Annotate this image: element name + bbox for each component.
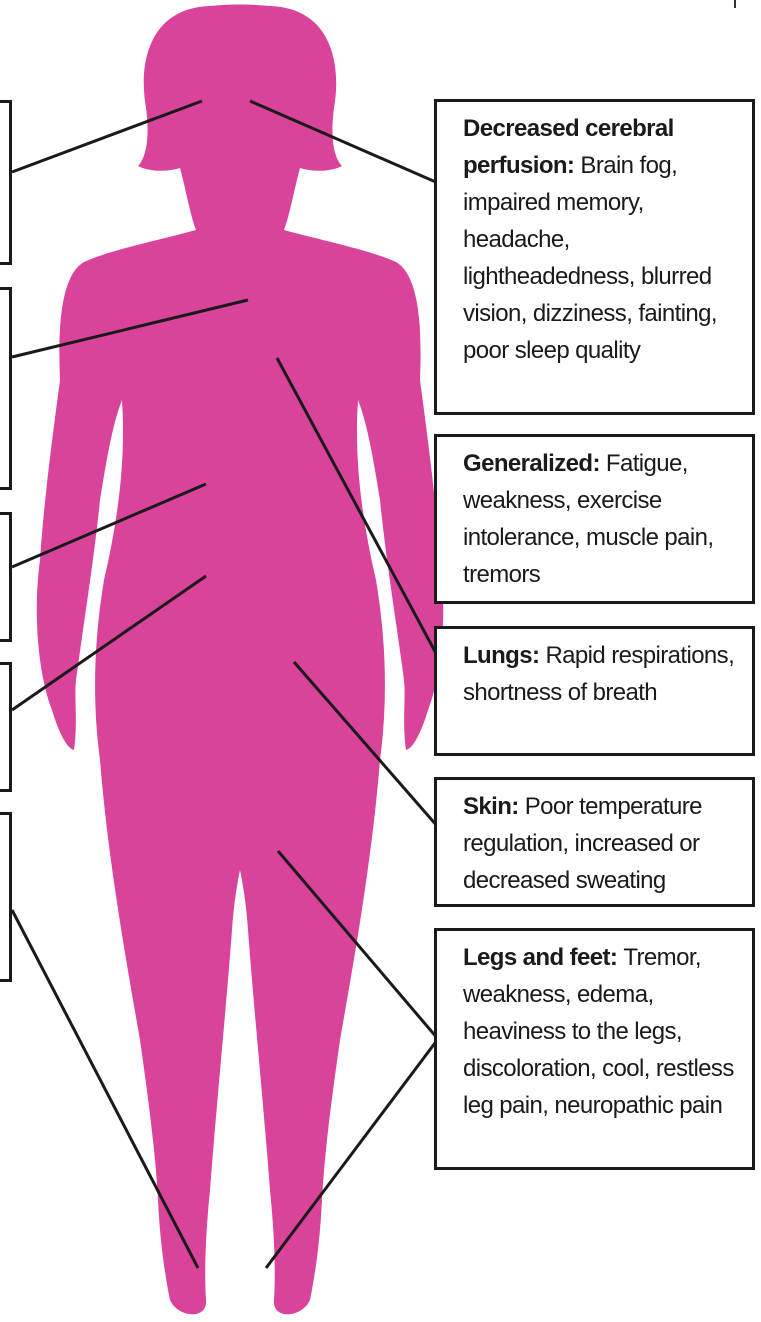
box-heading: Skin:: [463, 793, 525, 820]
cropped-label-box: [0, 812, 12, 982]
cropped-label-box: [0, 512, 12, 642]
legs-and-feet-box: Legs and feet: Tremor, weakness, edema, …: [434, 928, 755, 1170]
cropped-label-box: [0, 287, 12, 490]
box-heading: Legs and feet:: [463, 944, 623, 971]
lungs-box: Lungs: Rapid respirations, shortness of …: [434, 626, 755, 756]
box-heading: Generalized:: [463, 450, 606, 477]
generalized-box: Generalized: Fatigue, weakness, exercise…: [434, 434, 755, 604]
box-text: Brain fog, impaired memory, headache, li…: [463, 152, 717, 364]
female-body-silhouette: [37, 5, 443, 1315]
cropped-label-box: [0, 662, 12, 792]
cerebral-perfusion-box: Decreased cerebral perfusion: Brain fog,…: [434, 99, 755, 415]
skin-box: Skin: Poor temperature regulation, incre…: [434, 777, 755, 907]
cropped-label-box: [0, 100, 12, 265]
crop-mark: [734, 0, 736, 8]
box-heading: Lungs:: [463, 642, 545, 669]
